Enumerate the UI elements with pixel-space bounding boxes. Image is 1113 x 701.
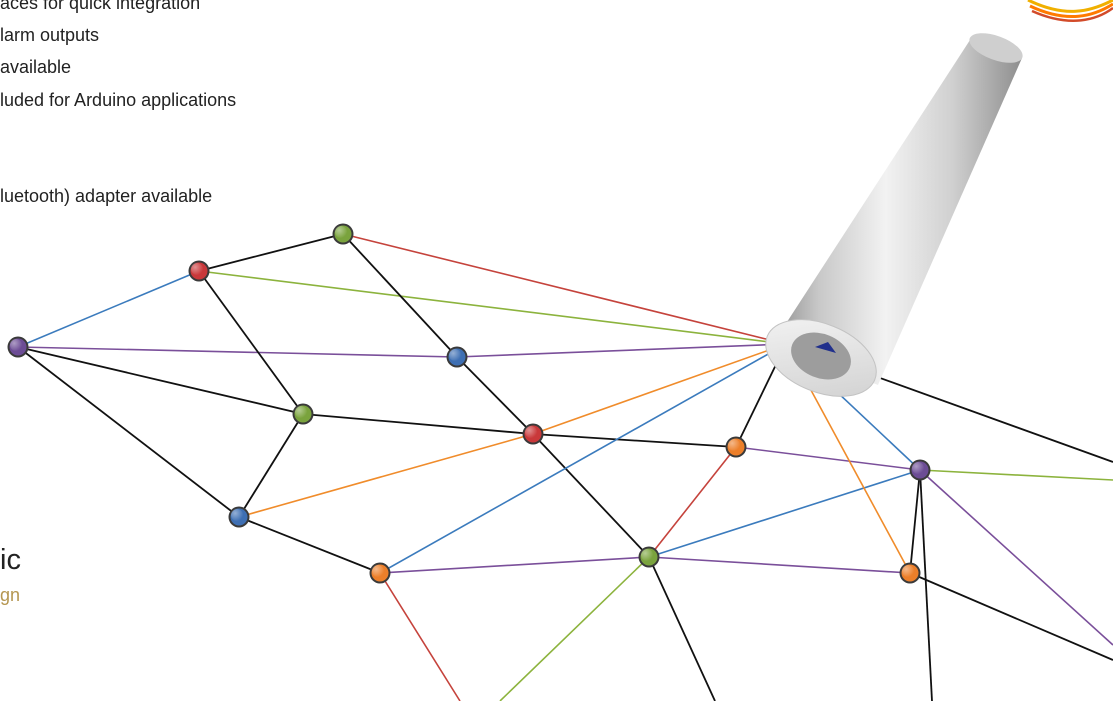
network-edge: [919, 469, 1113, 646]
bullet-item-2: larm outputs: [0, 25, 100, 45]
network-edge: [17, 346, 304, 415]
network-node-highlight: [449, 349, 461, 361]
network-edge: [342, 233, 458, 358]
network-edge: [919, 469, 1113, 481]
subtitle-fragment: gn: [0, 585, 21, 605]
edge-layer: [17, 233, 1113, 701]
network-node-highlight: [231, 509, 243, 521]
network-edge: [238, 516, 381, 574]
network-edge: [238, 413, 304, 518]
network-edge: [379, 572, 461, 701]
network-edge: [909, 469, 921, 574]
network-edge: [532, 343, 787, 435]
network-edge: [648, 446, 737, 558]
network-edge: [456, 356, 534, 435]
network-edge: [909, 572, 1113, 661]
network-edge: [648, 469, 921, 558]
network-node-highlight: [641, 549, 653, 561]
network-node-highlight: [728, 439, 740, 451]
bullet-item-3: available: [0, 57, 72, 77]
network-node-highlight: [902, 565, 914, 577]
network-edge: [919, 469, 933, 701]
network-edge: [456, 343, 787, 358]
node-layer: [7, 223, 931, 584]
network-edge: [532, 433, 737, 448]
network-node-highlight: [525, 426, 537, 438]
bullet-item-5: luetooth) adapter available: [0, 186, 213, 206]
network-edge: [302, 413, 534, 435]
network-node-highlight: [372, 565, 384, 577]
network-edge: [499, 556, 650, 701]
title-fragment: ic: [0, 544, 21, 576]
network-edge: [735, 446, 921, 471]
network-node-highlight: [295, 406, 307, 418]
network-node-highlight: [912, 462, 924, 474]
network-edge: [238, 433, 534, 518]
sensor-probe-image: [765, 0, 1113, 397]
network-edge: [17, 346, 240, 518]
network-edge: [342, 233, 787, 345]
network-edge: [198, 233, 344, 272]
network-edge: [17, 346, 458, 358]
network-node-highlight: [10, 339, 22, 351]
network-edge: [379, 556, 650, 574]
bullet-item-1: aces for quick integration: [0, 0, 201, 13]
network-edge: [648, 556, 911, 574]
network-edge: [17, 270, 200, 348]
network-edge: [198, 270, 787, 345]
network-node-highlight: [335, 226, 347, 238]
network-node-highlight: [191, 263, 203, 275]
network-edge: [648, 556, 716, 701]
bullet-item-4: luded for Arduino applications: [0, 90, 237, 110]
network-edge: [532, 433, 650, 558]
network-edge: [198, 270, 304, 415]
network-edge: [379, 343, 787, 574]
